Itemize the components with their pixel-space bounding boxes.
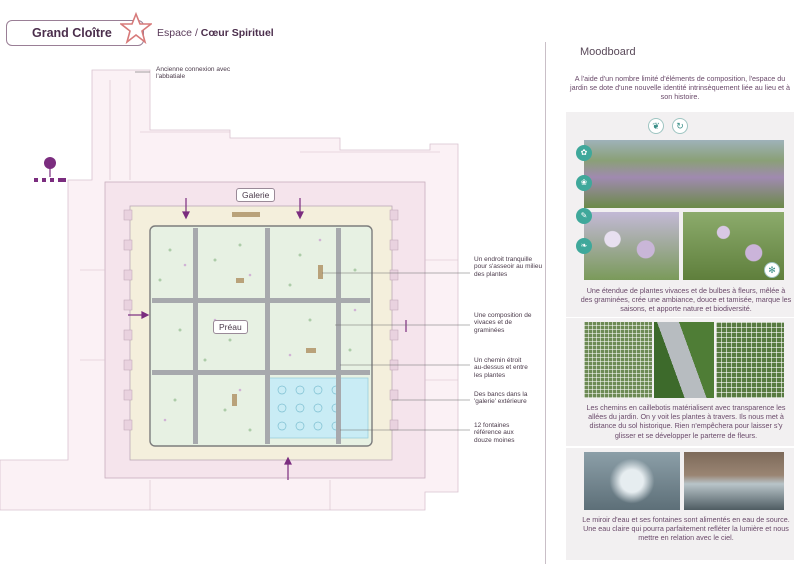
leaf-icon: ❦	[648, 118, 664, 134]
cycle-icon: ↻	[672, 118, 688, 134]
subtitle-prefix: Espace /	[157, 27, 201, 39]
label-galerie: Galerie	[236, 188, 276, 202]
caption-water: Le miroir d'eau et ses fontaines sont al…	[582, 515, 790, 543]
photo-water-mirror	[684, 452, 784, 510]
photo-fountains	[584, 452, 680, 510]
moodboard-intro: A l'aide d'un nombre limité d'éléments d…	[570, 74, 790, 101]
entrance-icon	[34, 157, 66, 182]
photo-grating-2	[654, 322, 714, 398]
subtitle-bold: Cœur Spirituel	[200, 27, 274, 39]
caption-paths: Les chemins en caillebotis matérialisent…	[586, 403, 786, 440]
plan-drawing	[0, 69, 470, 511]
photo-grating-3	[716, 322, 784, 398]
annotation-benches: Des bancs dans la 'galerie' extérieure	[474, 391, 528, 406]
flower-icon: ❀	[576, 175, 592, 191]
annotation-seating: Un endroit tranquille pour s'asseoir au …	[474, 256, 543, 278]
column-divider	[545, 42, 546, 564]
star-icon	[120, 12, 152, 44]
annotation-path: Un chemin étroit au-dessus et entre les …	[474, 357, 528, 379]
grass-icon: ✎	[576, 208, 592, 224]
photo-grating-1	[584, 322, 652, 398]
site-plan: Ancienne connexion avec l'abbatiale Gale…	[0, 60, 545, 564]
label-preau: Préau	[213, 320, 248, 334]
page-title: Grand Cloître	[32, 26, 112, 40]
moodboard-title: Moodboard	[580, 46, 636, 58]
annotation-fountains: 12 fontaines référence aux douze moines	[474, 422, 515, 444]
label-connexion: Ancienne connexion avec l'abbatiale	[156, 66, 231, 81]
sprout-icon: ❧	[576, 238, 592, 254]
photo-meadow	[584, 140, 784, 208]
annotation-composition: Une composition de vivaces et de graminé…	[474, 312, 532, 334]
page-subtitle: Espace / Cœur Spirituel	[157, 27, 274, 39]
snowflake-icon: ✻	[764, 262, 780, 278]
plant-icon: ✿	[576, 145, 592, 161]
caption-plants: Une étendue de plantes vivaces et de bul…	[580, 286, 792, 314]
photo-alliums	[584, 212, 679, 280]
